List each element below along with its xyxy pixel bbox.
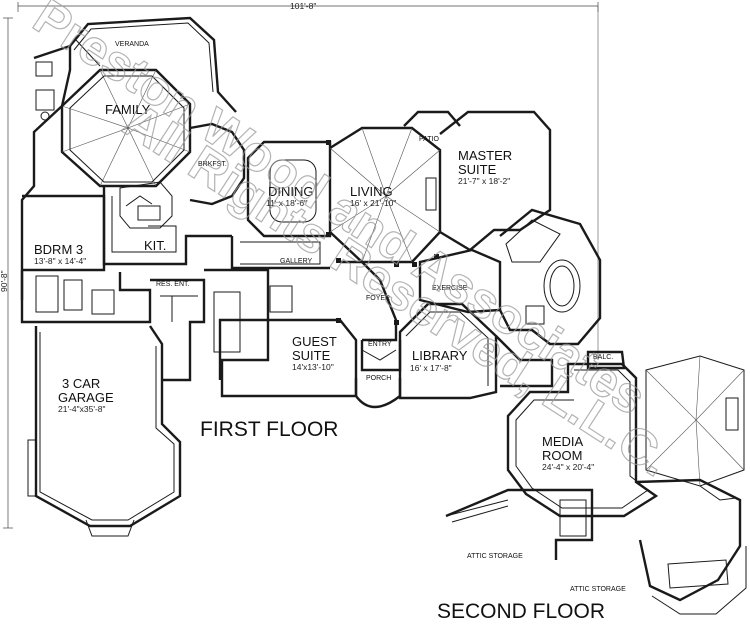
dining-size: 11' x 18'-6" (266, 198, 307, 208)
garage-label-line1: 3 CAR (62, 376, 100, 391)
brkfst-label: BRKFST. (198, 161, 227, 168)
resent-label: RES. ENT. (156, 281, 190, 288)
second-floor-title: SECOND FLOOR (437, 600, 605, 623)
library-size: 16' x 17'-8" (410, 363, 452, 373)
library-label: LIBRARY (412, 348, 468, 363)
family-label: FAMILY (105, 102, 151, 117)
entry-label: ENTRY (368, 341, 392, 348)
kit-label: KIT. (144, 238, 166, 253)
garage-size: 21'-4"x35'-8" (58, 404, 106, 414)
foyer-label: FOYER (366, 295, 390, 302)
second-floor-walls (445, 350, 747, 615)
garage-label-line2: GARAGE (58, 390, 114, 405)
guest-size: 14'x13'-10" (292, 362, 334, 372)
gallery-label: GALLERY (280, 258, 312, 265)
master-label-line2: SUITE (458, 162, 497, 177)
bdrm3-label: BDRM 3 (34, 242, 83, 257)
master-label-line1: MASTER (458, 148, 512, 163)
attic-storage-2-label: ATTIC STORAGE (570, 586, 626, 593)
patio-label: PATIO (419, 136, 440, 143)
attic-storage-1-label: ATTIC STORAGE (467, 553, 523, 560)
master-size: 21'-7" x 18'-2" (458, 176, 510, 186)
living-size: 16' x 21'-10" (350, 198, 396, 208)
dimension-lines (3, 2, 599, 529)
dining-label: DINING (268, 184, 314, 199)
guest-label-line2: SUITE (292, 348, 331, 363)
first-floor-title: FIRST FLOOR (200, 418, 338, 441)
watermark-line2: All Rights Reserved, L.L.C. (114, 92, 680, 487)
first-floor-walls (20, 16, 602, 537)
bdrm3-size: 13'-8" x 14'-4" (34, 256, 86, 266)
balc-label: BALC. (593, 354, 613, 361)
media-label-line1: MEDIA (542, 434, 584, 449)
porch-label: PORCH (366, 375, 391, 382)
media-label-line2: ROOM (542, 448, 582, 463)
overall-width-label: 101'-8" (290, 1, 316, 11)
exercise-label: EXERCISE (432, 285, 468, 292)
overall-depth-label: 90'-8" (0, 270, 9, 292)
living-label: LIVING (350, 184, 393, 199)
guest-label-line1: GUEST (292, 334, 337, 349)
media-size: 24'-4" x 20'-4" (542, 462, 594, 472)
veranda-label: VERANDA (115, 41, 149, 48)
